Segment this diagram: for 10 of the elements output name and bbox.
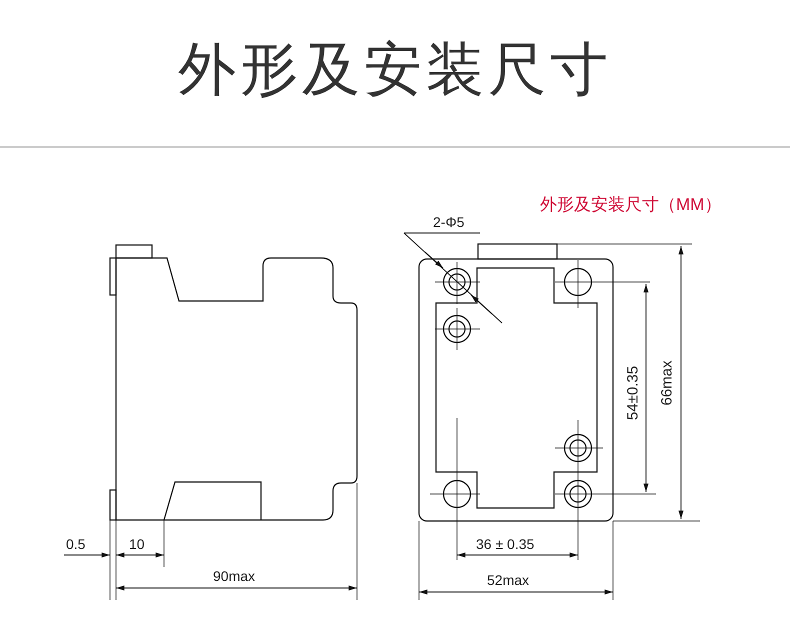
dimension-text: 36 ± 0.35 (476, 537, 534, 551)
dimension-text: 54±0.35 (626, 366, 640, 420)
dimension-text: 0.5 (66, 537, 86, 551)
page-title: 外形及安装尺寸 (177, 38, 613, 102)
dimension-text: 66max (660, 360, 674, 406)
dimension-text: 10 (129, 537, 145, 551)
dimension-text: 2-Φ5 (433, 215, 464, 229)
section-heading: 外形及安装尺寸（MM） (540, 196, 722, 213)
dimension-text: 90max (213, 569, 256, 583)
dimension-text: 52max (487, 573, 530, 587)
